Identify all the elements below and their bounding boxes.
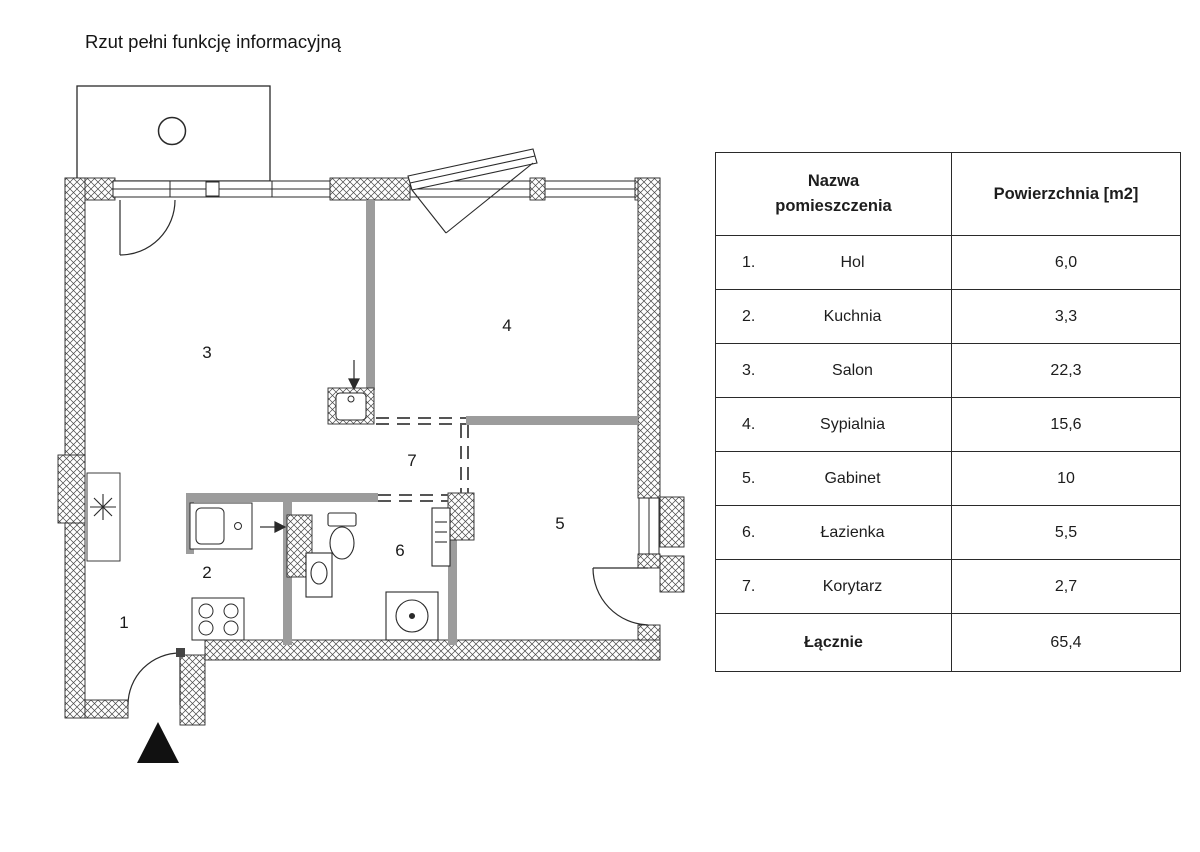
room-label-7: 7 xyxy=(407,451,416,470)
ac-unit-symbol xyxy=(86,472,121,562)
open-window-symbol xyxy=(407,148,538,234)
row-name: Korytarz xyxy=(822,577,883,595)
room-label-6: 6 xyxy=(395,541,404,560)
room-label-3: 3 xyxy=(202,343,211,362)
row-area: 2,7 xyxy=(1054,577,1078,595)
kitchen-counter xyxy=(189,502,253,550)
kitchen-sink xyxy=(195,507,225,545)
table-header-name: Nazwa pomieszczenia xyxy=(716,153,952,235)
exterior-walls xyxy=(57,177,685,726)
row-area: 3,3 xyxy=(1054,307,1078,325)
stove xyxy=(191,597,245,641)
entrance-door-arc xyxy=(127,652,181,706)
table-row: 1. Hol 6,0 xyxy=(716,235,1180,289)
window-post xyxy=(205,181,220,197)
kitchenette-sink xyxy=(335,392,367,421)
total-label: Łącznie xyxy=(716,614,952,671)
right-arrow-icon xyxy=(274,521,287,533)
table-header-area: Powierzchnia [m2] xyxy=(952,153,1180,235)
row-area: 5,5 xyxy=(1054,523,1078,541)
bathroom-fixtures xyxy=(305,507,451,641)
flow-arrows xyxy=(260,360,360,533)
row-name: Salon xyxy=(832,361,873,379)
row-name-cell: 3. Salon xyxy=(716,344,952,397)
row-name: Łazienka xyxy=(820,523,885,541)
washing-machine xyxy=(385,591,439,641)
row-name: Gabinet xyxy=(824,469,881,487)
row-number: 4. xyxy=(742,415,756,433)
balcony-lamp-icon xyxy=(157,116,187,146)
table-row: 2. Kuchnia 3,3 xyxy=(716,289,1180,343)
row-name-cell: 2. Kuchnia xyxy=(716,290,952,343)
row-area: 6,0 xyxy=(1054,253,1078,271)
balcony xyxy=(76,85,271,182)
room-label-4: 4 xyxy=(502,316,511,335)
plan-title: Rzut pełni funkcję informacyjną xyxy=(85,31,342,52)
balcony-door-arc xyxy=(119,199,176,256)
room-label-5: 5 xyxy=(555,514,564,533)
row-number: 7. xyxy=(742,577,756,595)
row-name-cell: 6. Łazienka xyxy=(716,506,952,559)
door-pivot xyxy=(176,648,185,657)
table-header-name-text: Nazwa pomieszczenia xyxy=(775,172,892,215)
row-name-cell: 7. Korytarz xyxy=(716,560,952,613)
down-arrow-icon xyxy=(348,378,360,391)
pillar xyxy=(447,492,475,541)
row-area: 22,3 xyxy=(1050,361,1082,379)
washbasin xyxy=(305,552,333,598)
row-area: 10 xyxy=(1057,469,1075,487)
table-row: 4. Sypialnia 15,6 xyxy=(716,397,1180,451)
table-row: 7. Korytarz 2,7 xyxy=(716,559,1180,613)
row-name-cell: 1. Hol xyxy=(716,236,952,289)
row-area: 15,6 xyxy=(1050,415,1082,433)
toilet xyxy=(327,512,357,560)
table-row: 3. Salon 22,3 xyxy=(716,343,1180,397)
entrance-arrow xyxy=(137,722,179,763)
areas-table: Nazwa pomieszczenia Powierzchnia [m2] 1.… xyxy=(715,152,1181,672)
table-header-area-text: Powierzchnia [m2] xyxy=(993,184,1139,203)
room-label-2: 2 xyxy=(202,563,211,582)
total-area: 65,4 xyxy=(1050,633,1082,651)
row-name: Kuchnia xyxy=(823,307,882,325)
row-name-cell: 5. Gabinet xyxy=(716,452,952,505)
table-row: 5. Gabinet 10 xyxy=(716,451,1180,505)
table-row: 6. Łazienka 5,5 xyxy=(716,505,1180,559)
row-name-cell: 4. Sypialnia xyxy=(716,398,952,451)
total-row: Łącznie 65,4 xyxy=(716,613,1180,671)
table-header-row: Nazwa pomieszczenia Powierzchnia [m2] xyxy=(716,153,1180,235)
row-number: 2. xyxy=(742,307,756,325)
interior-walls xyxy=(186,200,638,645)
row-number: 6. xyxy=(742,523,756,541)
room5-door-arc xyxy=(592,567,649,626)
doors xyxy=(119,199,649,706)
radiator xyxy=(431,507,451,567)
row-number: 1. xyxy=(742,253,756,271)
windows xyxy=(112,180,660,555)
room-label-1: 1 xyxy=(119,613,128,632)
row-name: Sypialnia xyxy=(820,415,885,433)
row-name: Hol xyxy=(840,253,865,271)
row-number: 5. xyxy=(742,469,756,487)
row-number: 3. xyxy=(742,361,756,379)
wall-openings xyxy=(376,417,469,502)
